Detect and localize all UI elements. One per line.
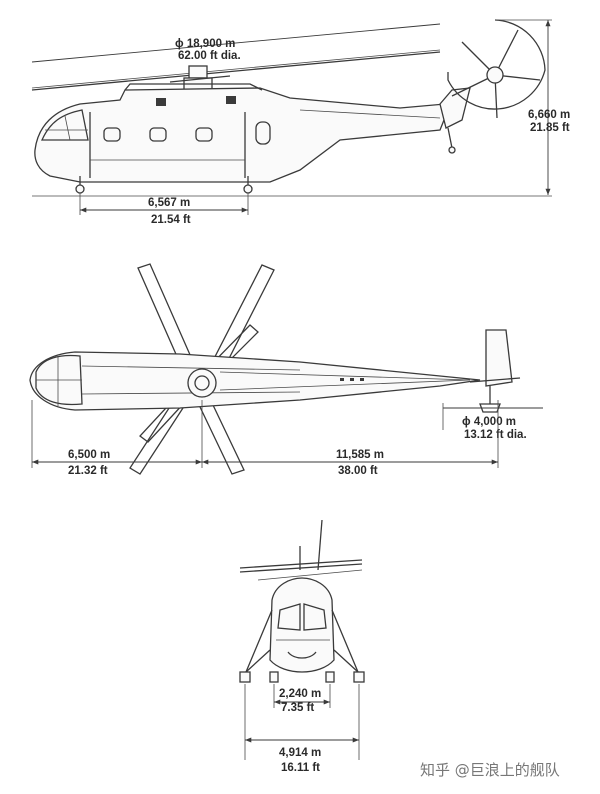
inner-track-metric: 2,240 m [279,688,321,700]
cabin-window [103,127,121,142]
tail-rotor-side [447,19,546,119]
watermark: 知乎 @巨浪上的舰队 [420,761,560,779]
rotor-diameter-imperial: 62.00 ft dia. [178,50,241,62]
main-rotor-blade [31,51,441,91]
rotor-diameter-metric: ϕ 18,900 m [175,38,235,50]
cockpit-window [40,109,89,141]
tail-rotor-diameter-metric: ϕ 4,000 m [462,416,516,428]
side-view: ϕ 18,900 m 62.00 ft dia. 6,660 m 21.85 f… [31,19,570,226]
wheelbase-metric: 6,567 m [148,197,190,209]
tail-rotor-diameter-imperial: 13.12 ft dia. [464,429,527,441]
top-view: ϕ 4,000 m 13.12 ft dia. 6,500 m 21.32 ft… [29,263,543,477]
fuselage-top [29,351,481,411]
tail-rotor-top [469,329,521,413]
nose-to-rotor-metric: 6,500 m [68,449,110,461]
nose-to-rotor-imperial: 21.32 ft [68,465,108,477]
height-imperial: 21.85 ft [530,122,570,134]
landing-gear-front [239,609,365,683]
door-window [255,121,271,145]
front-view: 2,240 m 7.35 ft 4,914 m 16.11 ft [239,519,365,774]
cockpit-top [35,354,83,406]
cabin-window [195,127,213,142]
rotor-to-tail-metric: 11,585 m [336,449,384,461]
inner-track-imperial: 7.35 ft [281,702,314,714]
fuselage-side [34,87,449,183]
outer-track-metric: 4,914 m [279,747,321,759]
rotor-to-tail-imperial: 38.00 ft [338,465,378,477]
rotor-hub-top [187,368,217,398]
rotor-mast [317,519,323,571]
cabin-window [149,127,167,142]
fuselage-front [269,577,335,673]
height-metric: 6,660 m [528,109,570,121]
rotor-diameter-dim [31,23,441,63]
outer-track-imperial: 16.11 ft [281,762,320,774]
main-rotor-front [239,559,363,569]
wheelbase-imperial: 21.54 ft [151,214,191,226]
